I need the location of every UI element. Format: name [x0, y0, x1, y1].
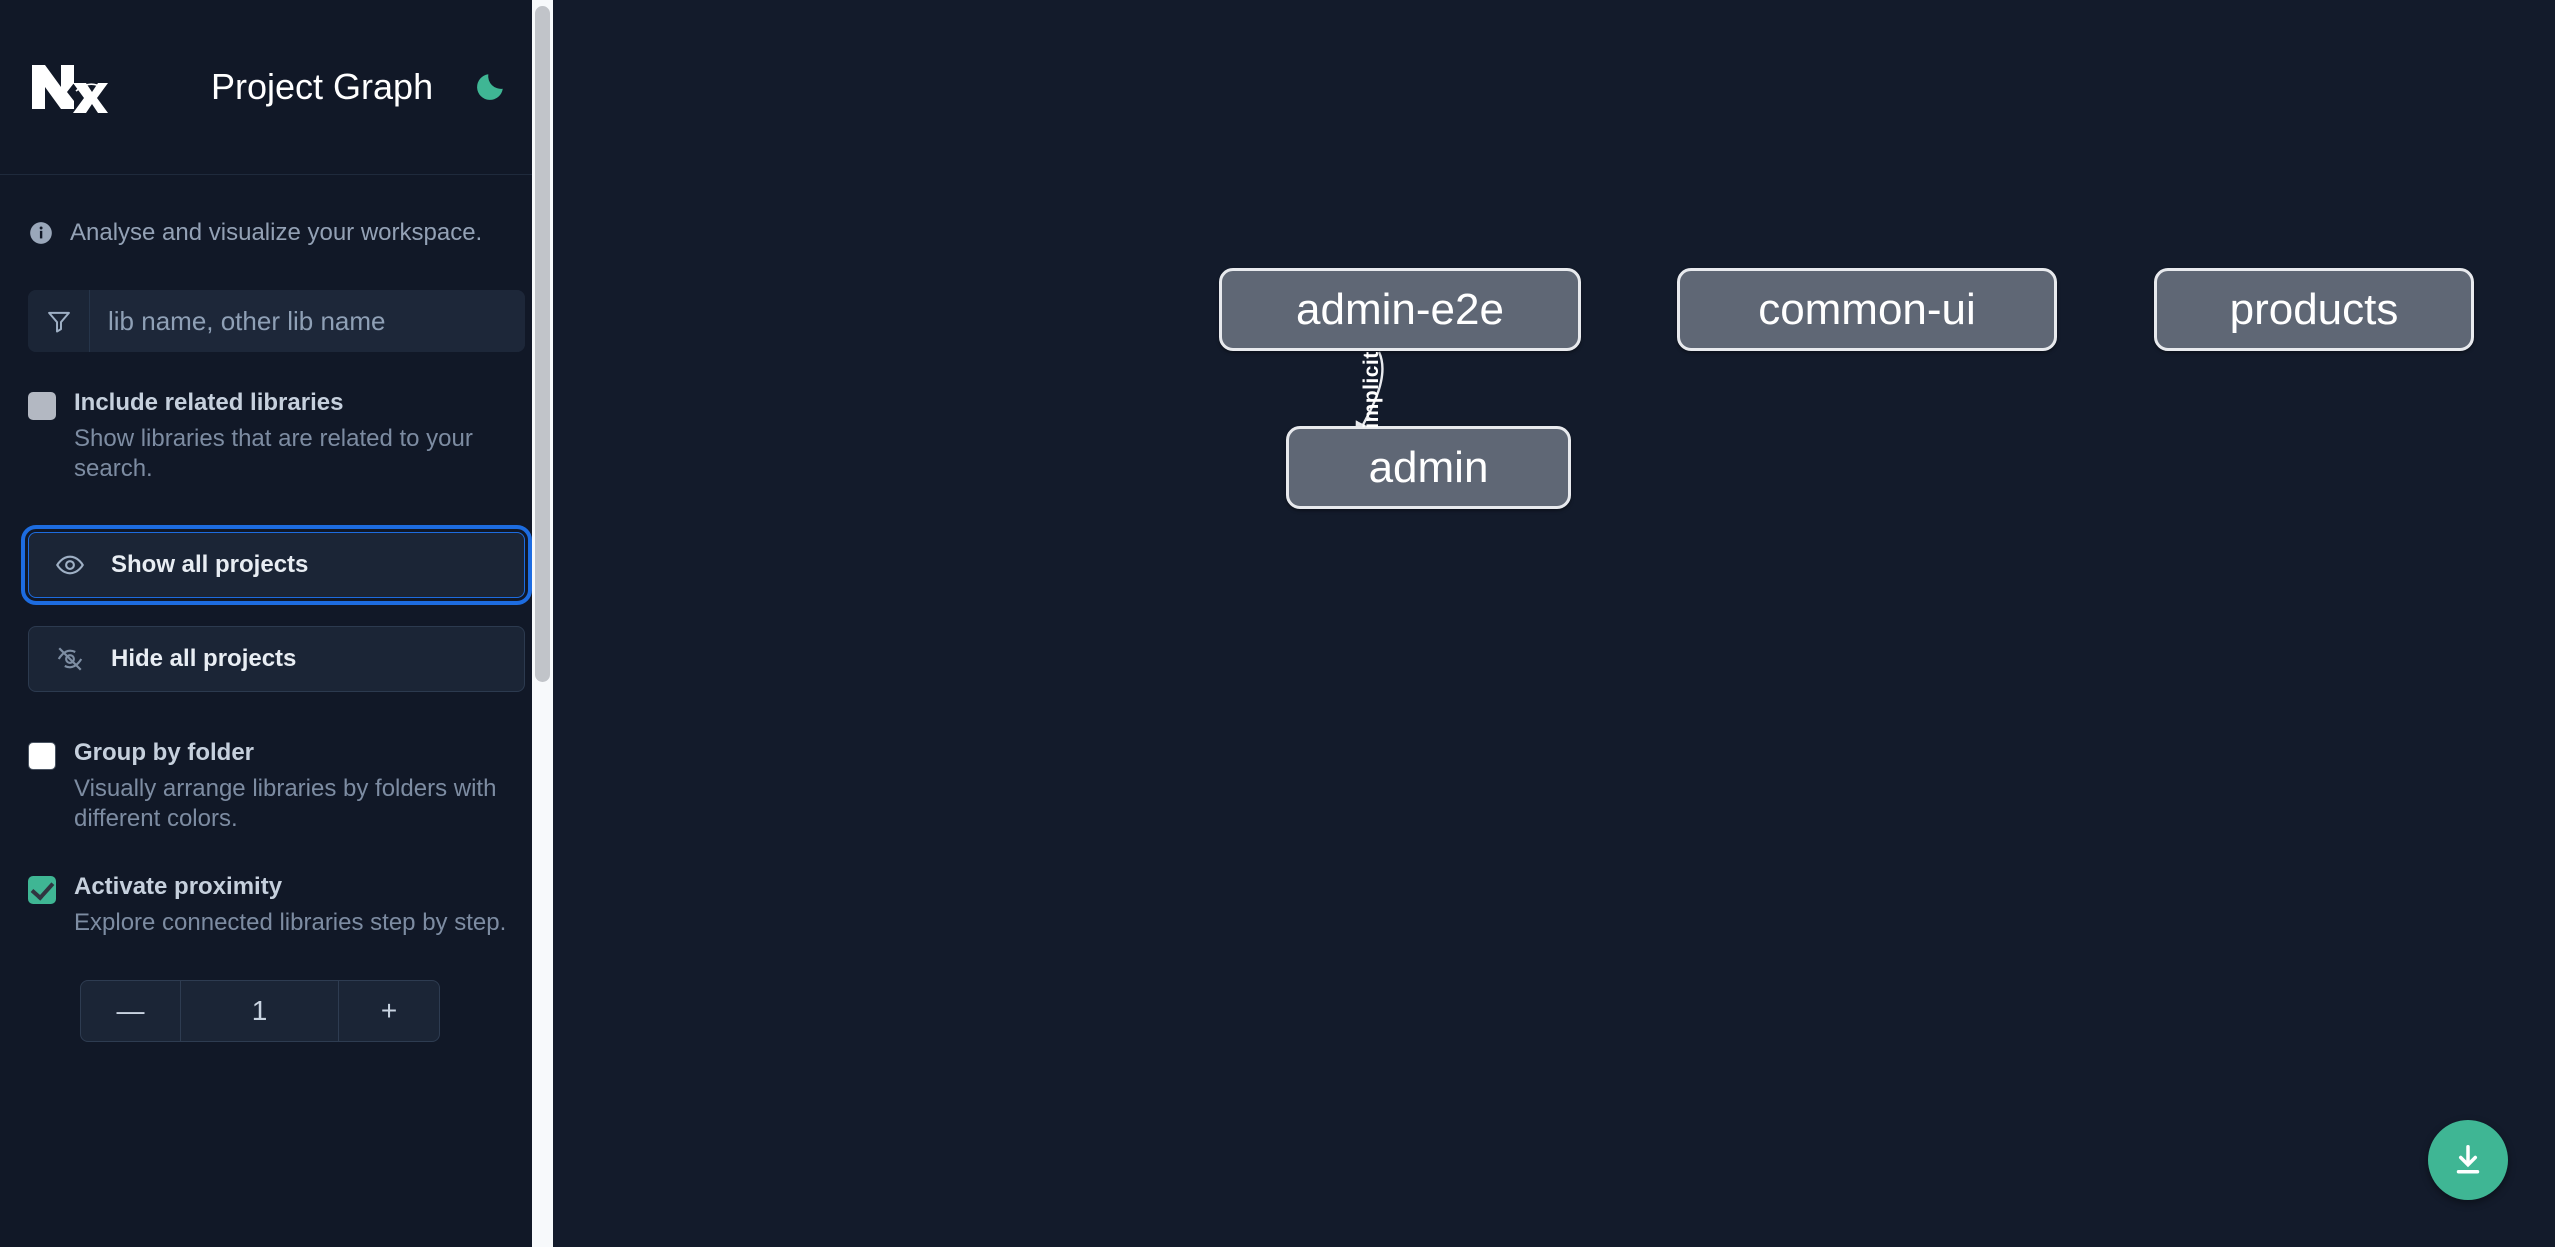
graph-node-common-ui[interactable]: common-ui	[1677, 268, 2057, 351]
edge-label-admin-implicit: implicit	[1359, 351, 1383, 429]
activate-proximity-label: Activate proximity	[74, 873, 283, 900]
nx-logo-icon	[28, 61, 108, 113]
graph-node-label: admin-e2e	[1296, 284, 1504, 334]
include-related-libraries-row[interactable]: Include related libraries Show libraries…	[28, 388, 525, 484]
activate-proximity-checkbox[interactable]	[28, 876, 56, 904]
download-button[interactable]	[2428, 1120, 2508, 1200]
proximity-decrement-button[interactable]: —	[81, 981, 181, 1041]
sidebar-scrollbar[interactable]	[532, 0, 553, 1247]
group-by-folder-checkbox[interactable]	[28, 742, 56, 770]
info-icon	[28, 220, 54, 246]
sidebar-header: Project Graph	[0, 0, 553, 175]
sidebar: Project Graph Analyse and visualize your…	[0, 0, 553, 1247]
include-related-label: Include related libraries	[74, 389, 344, 416]
activate-proximity-row[interactable]: Activate proximity Explore connected lib…	[28, 872, 525, 938]
tagline-text: Analyse and visualize your workspace.	[70, 218, 483, 246]
activate-proximity-description: Explore connected libraries step by step…	[74, 909, 507, 936]
eye-off-icon	[55, 644, 85, 674]
show-all-projects-button[interactable]: Show all projects	[21, 525, 532, 605]
graph-canvas[interactable]: admin-e2e common-ui products store-e2e a…	[553, 0, 2555, 1247]
search-input[interactable]	[90, 290, 525, 352]
graph-node-label: products	[2229, 284, 2399, 334]
graph-edges	[1355, 351, 1384, 439]
graph-node-label: common-ui	[1758, 284, 1976, 334]
proximity-stepper[interactable]: — 1 +	[80, 980, 440, 1042]
group-by-folder-row[interactable]: Group by folder Visually arrange librari…	[28, 738, 525, 834]
hide-all-projects-label: Hide all projects	[111, 645, 297, 672]
eye-icon	[55, 550, 85, 580]
hide-all-projects-button[interactable]: Hide all projects	[28, 626, 525, 692]
graph-node-admin-e2e[interactable]: admin-e2e	[1219, 268, 1581, 351]
page-title: Project Graph	[211, 66, 434, 107]
tagline: Analyse and visualize your workspace.	[28, 175, 525, 290]
sidebar-body: Analyse and visualize your workspace. In…	[0, 175, 553, 1042]
graph-node-products[interactable]: products	[2154, 268, 2474, 351]
include-related-description: Show libraries that are related to your …	[74, 425, 473, 482]
proximity-value: 1	[181, 981, 339, 1041]
show-all-projects-label: Show all projects	[111, 551, 309, 578]
funnel-icon	[28, 290, 90, 352]
group-by-folder-label: Group by folder	[74, 739, 254, 766]
graph-node-label: admin	[1368, 442, 1489, 492]
include-related-checkbox[interactable]	[28, 392, 56, 420]
moon-icon[interactable]	[469, 66, 511, 108]
proximity-increment-button[interactable]: +	[380, 995, 398, 1026]
filter-box[interactable]	[28, 290, 525, 352]
sidebar-scrollbar-thumb[interactable]	[535, 6, 550, 682]
graph-node-admin[interactable]: admin	[1286, 426, 1571, 509]
group-by-folder-description: Visually arrange libraries by folders wi…	[74, 775, 497, 832]
download-icon	[2449, 1141, 2487, 1179]
